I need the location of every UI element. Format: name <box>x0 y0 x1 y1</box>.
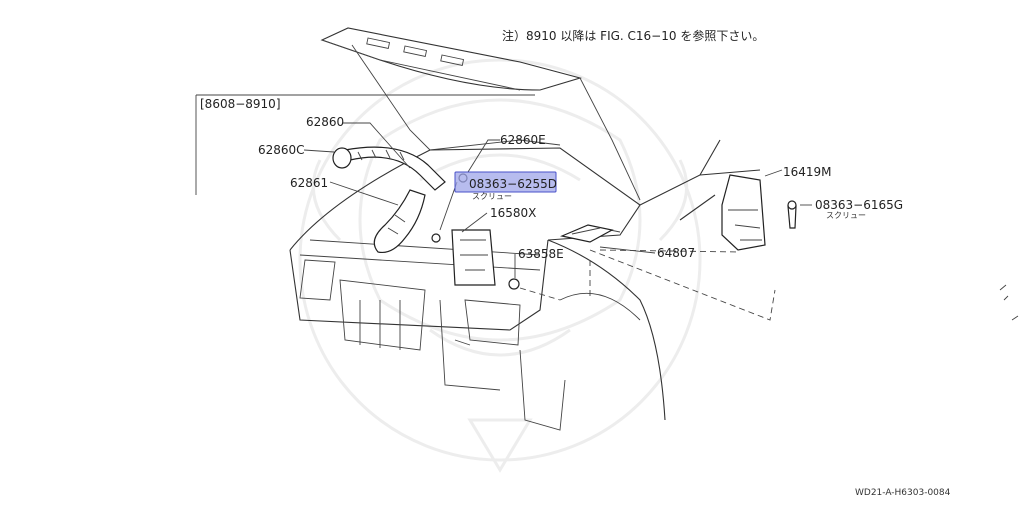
bracket-16419m <box>721 174 766 251</box>
hose-62861 <box>373 189 426 254</box>
part-highlight <box>454 171 557 193</box>
footnote-text: 注）8910 以降は FIG. C16−10 を参照下さい。 <box>502 28 764 43</box>
vehicle-body <box>289 139 761 431</box>
watermark-emblem <box>298 58 702 473</box>
label-08363-6165g[interactable]: 08363−6165G <box>815 198 903 212</box>
label-62860e[interactable]: 62860E <box>500 133 546 147</box>
label-63858e[interactable]: 63858E <box>518 247 564 261</box>
date-range-bracket <box>195 94 535 195</box>
edge-marks <box>999 284 1019 321</box>
label-16419m[interactable]: 16419M <box>783 165 832 179</box>
hood <box>320 27 641 201</box>
label-08363-6255d[interactable]: 08363−6255D <box>469 177 557 191</box>
cover-64807 <box>560 224 614 243</box>
grommet-63858e <box>508 278 520 290</box>
leader-lines <box>303 122 812 321</box>
screw-08363-6165g <box>787 200 797 229</box>
clamp-62860c <box>332 147 352 169</box>
label-08363-6165g-sub: スクリュー <box>826 211 866 220</box>
label-16580x[interactable]: 16580X <box>490 206 536 220</box>
label-62861[interactable]: 62861 <box>290 176 328 190</box>
label-62860c[interactable]: 62860C <box>258 143 305 157</box>
hose-62860 <box>344 146 446 191</box>
label-64807[interactable]: 64807 <box>657 246 695 260</box>
figure-code: WD21-A-H6303-0084 <box>855 488 951 498</box>
tank-16580x <box>451 229 496 286</box>
date-range-label: [8608−8910] <box>200 97 281 111</box>
label-62860[interactable]: 62860 <box>306 115 344 129</box>
label-08363-6255d-sub: スクリュー <box>472 192 512 201</box>
